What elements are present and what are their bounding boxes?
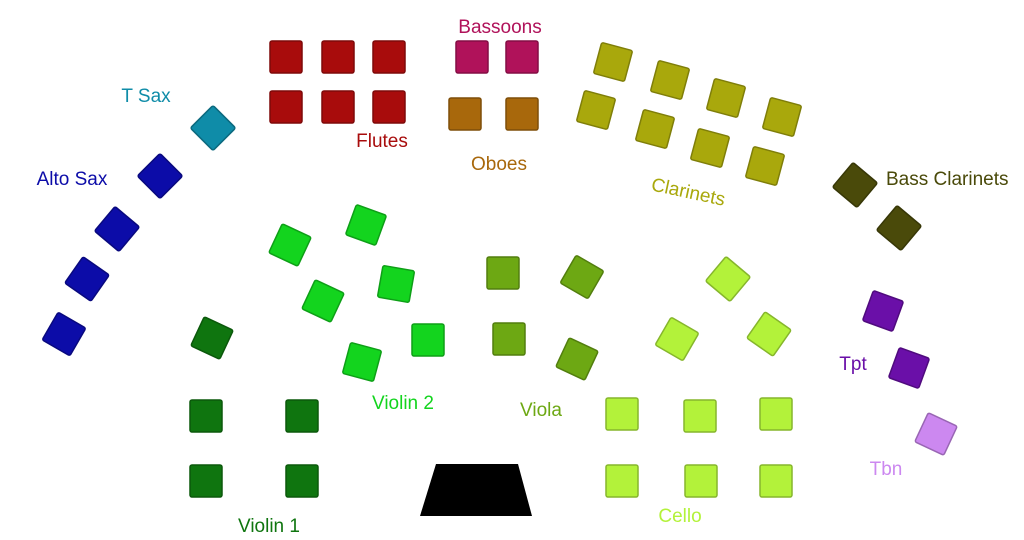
seat-tpt-2	[888, 347, 930, 389]
seat-cello-6	[759, 397, 793, 431]
section-tpt	[862, 290, 930, 389]
seat-violin-1-4	[189, 464, 223, 498]
seat-viola-1	[486, 256, 520, 290]
section-oboes	[448, 97, 539, 131]
seat-violin-2-4	[377, 265, 415, 303]
seat-bassoons-1	[455, 40, 489, 74]
seat-cello-2	[746, 311, 792, 357]
seat-alto-sax-4	[42, 312, 86, 356]
label-bass-clarinets: Bass Clarinets	[886, 169, 1009, 190]
label-flutes: Flutes	[356, 131, 408, 152]
seat-oboes-1	[448, 97, 482, 131]
seat-clarinets-7	[690, 128, 730, 168]
seat-violin-2-5	[342, 342, 382, 382]
label-bassoons: Bassoons	[458, 17, 541, 38]
seat-tpt-1	[862, 290, 904, 332]
seat-bass-clarinets-2	[876, 205, 922, 251]
seat-tbn-1	[914, 412, 958, 456]
section-viola	[486, 255, 604, 381]
seat-violin-2-1	[268, 223, 312, 267]
section-bass-clarinets	[832, 162, 922, 251]
conductor-podium	[420, 464, 532, 516]
section-flutes	[269, 40, 406, 124]
seat-bassoons-2	[505, 40, 539, 74]
seat-clarinets-2	[650, 60, 690, 100]
label-tbn: Tbn	[870, 459, 903, 480]
labels-layer: Bassoons Flutes Oboes Clarinets Bass Cla…	[37, 17, 1009, 537]
label-t-sax: T Sax	[121, 86, 171, 107]
seat-flutes-5	[321, 90, 355, 124]
seat-violin-1-1	[190, 316, 234, 360]
section-bassoons	[455, 40, 539, 74]
seat-clarinets-8	[745, 146, 785, 186]
section-t-sax	[190, 105, 236, 151]
seat-clarinets-1	[593, 42, 633, 82]
seat-oboes-2	[505, 97, 539, 131]
seat-cello-4	[605, 397, 639, 431]
seat-flutes-1	[269, 40, 303, 74]
section-violin-1	[189, 316, 319, 498]
seat-bass-clarinets-1	[832, 162, 878, 208]
seat-violin-1-3	[285, 399, 319, 433]
seat-clarinets-4	[762, 97, 802, 137]
seat-viola-3	[492, 322, 526, 356]
seat-alto-sax-1	[137, 153, 183, 199]
section-cello	[605, 256, 793, 498]
seat-flutes-2	[321, 40, 355, 74]
label-tpt: Tpt	[839, 354, 867, 375]
seat-viola-4	[555, 337, 599, 381]
seat-viola-2	[560, 255, 604, 299]
seat-cello-8	[684, 464, 718, 498]
seat-cello-5	[683, 399, 717, 433]
label-alto-sax: Alto Sax	[37, 169, 108, 190]
seat-alto-sax-2	[94, 206, 140, 252]
seat-cello-1	[705, 256, 751, 302]
label-violin-1: Violin 1	[238, 516, 300, 537]
label-viola: Viola	[520, 400, 562, 421]
seat-violin-1-5	[285, 464, 319, 498]
section-clarinets	[576, 42, 802, 186]
section-tbn	[914, 412, 958, 456]
seat-alto-sax-3	[64, 256, 110, 302]
seat-flutes-4	[269, 90, 303, 124]
section-violin-2	[268, 204, 445, 382]
seat-cello-9	[759, 464, 793, 498]
section-alto-sax	[42, 153, 183, 356]
seat-cello-7	[605, 464, 639, 498]
seat-violin-2-6	[411, 323, 445, 357]
seats-layer	[42, 40, 958, 498]
seat-flutes-6	[372, 90, 406, 124]
seat-t-sax-1	[190, 105, 236, 151]
seat-flutes-3	[372, 40, 406, 74]
label-violin-2: Violin 2	[372, 393, 434, 414]
seat-clarinets-5	[576, 90, 616, 130]
label-cello: Cello	[658, 506, 701, 527]
label-oboes: Oboes	[471, 154, 527, 175]
seat-violin-2-2	[345, 204, 387, 246]
label-clarinets: Clarinets	[649, 175, 727, 211]
seat-violin-2-3	[301, 279, 345, 323]
seat-cello-3	[655, 317, 699, 361]
seat-violin-1-2	[189, 399, 223, 433]
seat-clarinets-3	[706, 78, 746, 118]
seat-clarinets-6	[635, 109, 675, 149]
